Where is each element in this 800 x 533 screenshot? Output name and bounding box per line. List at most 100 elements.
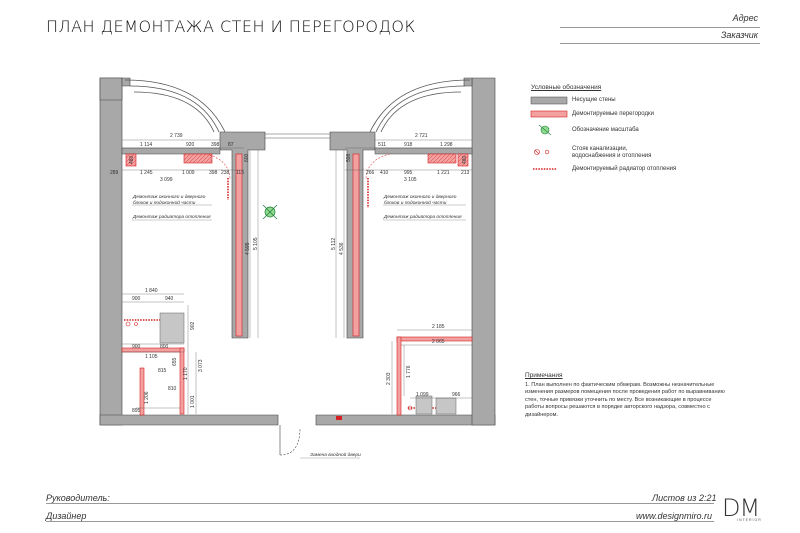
legend-item-scale: Обозначение масштаба	[572, 127, 639, 133]
annotation-window-left: Демонтаж оконного и дверного	[132, 194, 206, 200]
upper-walls	[121, 147, 473, 155]
dim-2065: 2 065	[432, 339, 445, 345]
dim-1105: 1 105	[145, 354, 158, 360]
door-swings	[205, 153, 391, 181]
annotation-window-right-2: блоков и подоконной части	[384, 199, 447, 206]
sheets-label: Листов из 2:21	[652, 493, 717, 503]
riser-icon	[534, 149, 550, 155]
annotation-window-left-2: блоков и подоконной части	[133, 199, 196, 206]
dim-5112: 5 112	[331, 238, 337, 250]
dim-940: 940	[165, 296, 174, 302]
dim-87: 87	[228, 142, 234, 148]
dim-238: 238	[221, 170, 230, 176]
dim-902: 902	[190, 321, 196, 330]
dim-1245: 1 245	[140, 170, 153, 176]
notes-title: Примечания	[525, 372, 563, 379]
dim-289: 289	[110, 170, 119, 176]
dim-2303: 2 303	[386, 372, 392, 385]
client-label: Заказчик	[720, 30, 758, 40]
website-link[interactable]: www.designmiro.ru	[636, 511, 713, 521]
window-top-center	[265, 133, 330, 139]
dim-1298: 1 298	[440, 142, 453, 148]
legend-title: Условные обозначения	[531, 84, 602, 91]
scale-marker-icon	[262, 204, 278, 220]
dim-1001: 1 001	[190, 395, 196, 408]
client-line	[560, 43, 760, 44]
dim-480b: 480	[462, 155, 468, 164]
demolition-partition-swatch	[530, 110, 568, 118]
dim-398b: 398	[209, 170, 218, 176]
annotation-entrance-door: Замена входной двери	[310, 451, 361, 458]
dim-1170: 1 170	[183, 367, 189, 380]
riser-markers	[125, 321, 413, 411]
dim-398a: 398	[211, 142, 220, 148]
dim-1099: 1 099	[416, 392, 429, 398]
address-line	[560, 27, 760, 28]
annotation-window-right: Демонтаж оконного и дверного	[383, 194, 457, 200]
dim-600a: 600	[244, 153, 250, 162]
dim-1221: 1 221	[437, 170, 450, 176]
dim-4595: 4 595	[245, 242, 251, 255]
dimension-lines	[122, 139, 472, 414]
legend-item-demolition: Демонтируемые перегородки	[572, 111, 654, 117]
demolition-window-sills	[125, 153, 469, 167]
annotation-radiator-left: Демонтаж радиатора отопления	[132, 214, 211, 220]
bearing-wall-swatch	[530, 96, 568, 105]
dim-266: 266	[366, 170, 375, 176]
dim-511: 511	[378, 142, 386, 148]
dim-1776: 1 776	[406, 365, 412, 378]
dim-410: 410	[380, 170, 389, 176]
dim-810: 810	[168, 386, 177, 392]
kitchen-counter	[159, 312, 457, 415]
dim-213: 213	[461, 170, 470, 176]
bearing-walls	[99, 77, 496, 426]
dim-895: 895	[132, 408, 141, 414]
entrance-door	[279, 416, 342, 456]
legend-swatches	[530, 96, 568, 170]
page-title: ПЛАН ДЕМОНТАЖА СТЕН И ПЕРЕГОРОДОК	[46, 17, 416, 36]
manager-label: Руководитель:	[46, 493, 110, 503]
dim-115: 115	[236, 170, 244, 176]
legend-item-bearing-walls: Несущие стены	[572, 97, 616, 103]
designer-label: Дизайнер	[46, 511, 87, 521]
dim-2739: 2 739	[170, 133, 183, 139]
dim-3099: 3 099	[160, 177, 173, 183]
dim-1009: 1 009	[182, 170, 195, 176]
legend-item-radiator: Демонтируемый радиатор отопления	[572, 166, 677, 172]
demolition-radiators	[124, 178, 440, 409]
dim-598: 598	[346, 153, 352, 162]
dim-1114: 1 114	[140, 142, 152, 148]
dim-966: 966	[452, 392, 461, 398]
balcony-right	[369, 79, 471, 133]
annotation-radiator-right: Демонтаж радиатора отопления	[383, 214, 462, 220]
footer-line-top	[46, 503, 714, 504]
dim-995: 995	[404, 170, 413, 176]
footer-line-bottom	[46, 521, 714, 522]
company-logo-sub: INTERIOR	[737, 518, 762, 522]
company-logo: DM	[722, 494, 760, 522]
dim-5105: 5 105	[253, 237, 259, 250]
dim-900b: 900	[132, 344, 141, 350]
dim-800: 800	[160, 344, 169, 350]
legend-scale-marker-icon	[538, 124, 552, 136]
dim-3105: 3 105	[404, 177, 417, 183]
dim-480a: 480	[129, 155, 135, 164]
dim-1206: 1 206	[144, 391, 150, 404]
balcony-left	[124, 79, 226, 133]
dim-1840: 1 840	[145, 288, 158, 294]
legend-item-riser: Стояк канализации, водоснабжения и отопл…	[572, 146, 652, 159]
dim-2185: 2 185	[432, 324, 445, 330]
dim-3073: 3 073	[198, 359, 204, 372]
dim-920a: 920	[186, 142, 195, 148]
dim-655: 655	[172, 357, 178, 366]
notes-body: 1. План выполнен по фактическим обмерам.…	[525, 382, 725, 418]
annotation-leaders	[132, 204, 466, 459]
demolition-partitions	[121, 153, 473, 416]
dim-815: 815	[158, 368, 167, 374]
address-label: Адрес	[732, 13, 758, 23]
dim-900a: 900	[132, 296, 141, 302]
dim-918: 918	[404, 142, 413, 148]
dim-4536: 4 536	[339, 242, 345, 255]
